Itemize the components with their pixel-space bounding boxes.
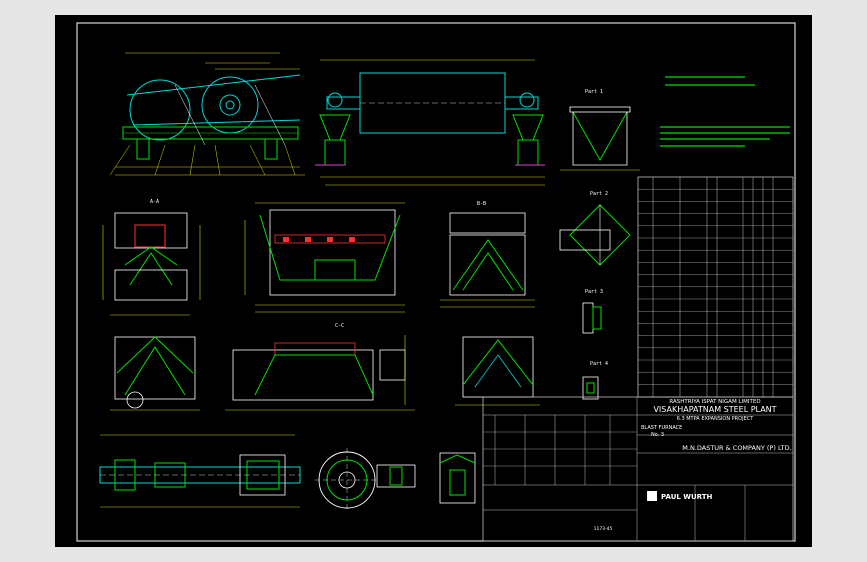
trough-section-view [244,202,405,313]
section-b-view: B-B [440,201,535,308]
consultant-name: M.N.DASTUR & COMPANY (P) LTD. [682,444,791,452]
part-3-view: Part 3 Part 4 [582,289,608,400]
furnace-line-1: BLAST FURNACE [641,425,682,431]
notes-block [660,76,790,147]
client-line-2: VISAKHAPATNAM STEEL PLANT [653,405,776,414]
part-2-view: Part 2 [559,191,631,266]
part-1-view: Part 1 [560,89,640,171]
sheet-border [76,22,796,542]
svg-text:Part 2: Part 2 [590,191,608,197]
drawing-canvas: Part 1 A-A [55,15,812,547]
lower-b-view [455,336,540,406]
svg-text:B-B: B-B [477,201,486,207]
svg-text:Part 4: Part 4 [590,361,608,367]
drive-assembly-view [109,52,305,176]
contractor-name: PAUL WURTH [661,493,713,501]
svg-text:Part 3: Part 3 [585,289,603,295]
section-a-view: A-A [102,199,201,316]
parts-list-table [637,176,794,398]
svg-text:A-A: A-A [150,199,159,205]
svg-text:C-C: C-C [335,323,344,329]
corner-section-view [110,336,200,411]
section-c-view: C-C [225,323,415,411]
drawing-number: 1173-45 [594,526,613,532]
roller-view [315,59,545,186]
title-block: RASHTRIYA ISPAT NIGAM LIMITED VISAKHAPAT… [482,396,794,542]
client-line-1: RASHTRIYA ISPAT NIGAM LIMITED [669,399,760,405]
svg-text:Part 1: Part 1 [585,89,603,95]
flange-view [315,448,379,512]
shaft-view [99,434,301,508]
key-block-view [376,452,476,504]
contractor-logo-icon [647,491,657,501]
client-line-3: 6.3 MTPA EXPANSION PROJECT [677,416,755,422]
cad-drawing: Part 1 A-A [76,22,796,542]
furnace-line-2: No. 3 [651,432,664,438]
